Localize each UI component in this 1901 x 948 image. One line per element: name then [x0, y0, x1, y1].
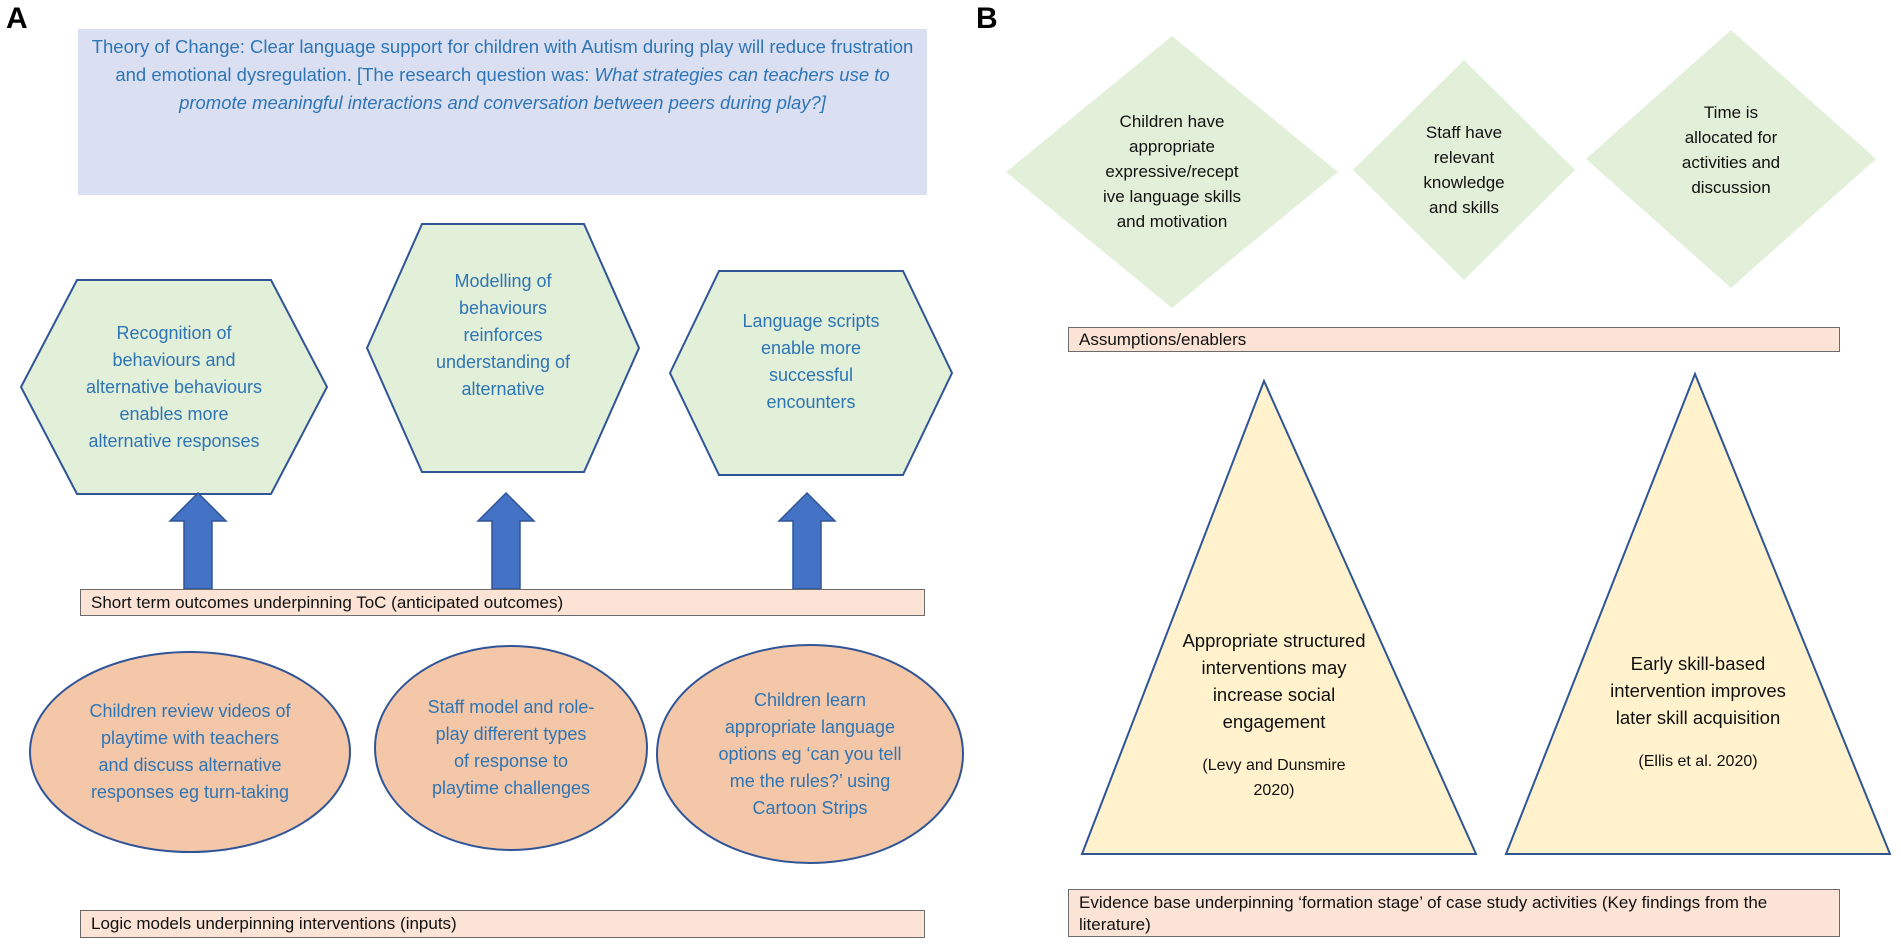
- ellipse-cartoon-strips: Children learn appropriate language opti…: [656, 644, 964, 864]
- hexagon-modelling-text: Modelling of behaviours reinforces under…: [435, 271, 571, 408]
- triangle-structured-text-block: Appropriate structured interventions may…: [1174, 627, 1374, 803]
- panel-b-label: B: [976, 2, 998, 35]
- short-term-outcomes-bar: Short term outcomes underpinning ToC (an…: [80, 589, 925, 616]
- evidence-base-bar: Evidence base underpinning ‘formation st…: [1068, 889, 1840, 937]
- diamond-staff-knowledge-text: Staff have relevant knowledge and skills: [1423, 123, 1505, 217]
- triangle-early-skill-citation: (Ellis et al. 2020): [1638, 753, 1758, 770]
- evidence-base-label: Evidence base underpinning ‘formation st…: [1079, 893, 1768, 934]
- triangle-structured-interventions: Appropriate structured interventions may…: [1080, 378, 1478, 855]
- triangle-structured-citation: (Levy and Dunsmire 2020): [1202, 757, 1346, 799]
- up-arrow-3: [777, 491, 837, 590]
- triangle-structured-finding: Appropriate structured interventions may…: [1182, 630, 1366, 732]
- logic-models-bar: Logic models underpinning interventions …: [80, 910, 925, 938]
- hexagon-recognition-text: Recognition of behaviours and alternativ…: [85, 322, 263, 451]
- triangle-early-skill: Early skill-based intervention improves …: [1504, 371, 1892, 855]
- research-question-text: What strategies can teachers use to prom…: [179, 64, 890, 113]
- ellipse-cartoon-strips-text: Children learn appropriate language opti…: [718, 689, 902, 818]
- diamond-time-allocated: Time is allocated for activities and dis…: [1586, 30, 1876, 288]
- ellipse-staff-model: Staff model and role-play different type…: [374, 645, 648, 851]
- diamond-children-skills-text: Children have appropriate expressive/rec…: [1103, 111, 1241, 231]
- hexagon-recognition: Recognition of behaviours and alternativ…: [19, 279, 329, 495]
- ellipse-review-videos-text: Children review videos of playtime with …: [89, 701, 291, 802]
- ellipse-staff-model-text: Staff model and role-play different type…: [427, 697, 595, 798]
- up-arrow-1: [168, 491, 228, 590]
- hexagon-language-scripts-text: Language scripts enable more successful …: [742, 311, 880, 412]
- short-term-outcomes-label: Short term outcomes underpinning ToC (an…: [91, 592, 564, 612]
- theory-of-change-text: Theory of Change: Clear language support…: [91, 36, 914, 85]
- assumptions-bar: Assumptions/enablers: [1068, 327, 1840, 352]
- logic-models-label: Logic models underpinning interventions …: [91, 914, 457, 933]
- panel-a-label: A: [6, 2, 28, 35]
- hexagon-modelling: Modelling of behaviours reinforces under…: [365, 223, 641, 473]
- up-arrow-2: [476, 491, 536, 590]
- theory-of-change-box: Theory of Change: Clear language support…: [78, 29, 927, 195]
- triangle-early-skill-text-block: Early skill-based intervention improves …: [1598, 650, 1798, 774]
- assumptions-label: Assumptions/enablers: [1079, 329, 1247, 349]
- diamond-time-allocated-text: Time is allocated for activities and dis…: [1681, 103, 1781, 197]
- diamond-staff-knowledge: Staff have relevant knowledge and skills: [1353, 60, 1575, 280]
- triangle-early-skill-finding: Early skill-based intervention improves …: [1610, 653, 1786, 728]
- hexagon-language-scripts: Language scripts enable more successful …: [668, 270, 954, 476]
- diamond-children-skills: Children have appropriate expressive/rec…: [1006, 36, 1338, 308]
- ellipse-review-videos: Children review videos of playtime with …: [29, 651, 351, 853]
